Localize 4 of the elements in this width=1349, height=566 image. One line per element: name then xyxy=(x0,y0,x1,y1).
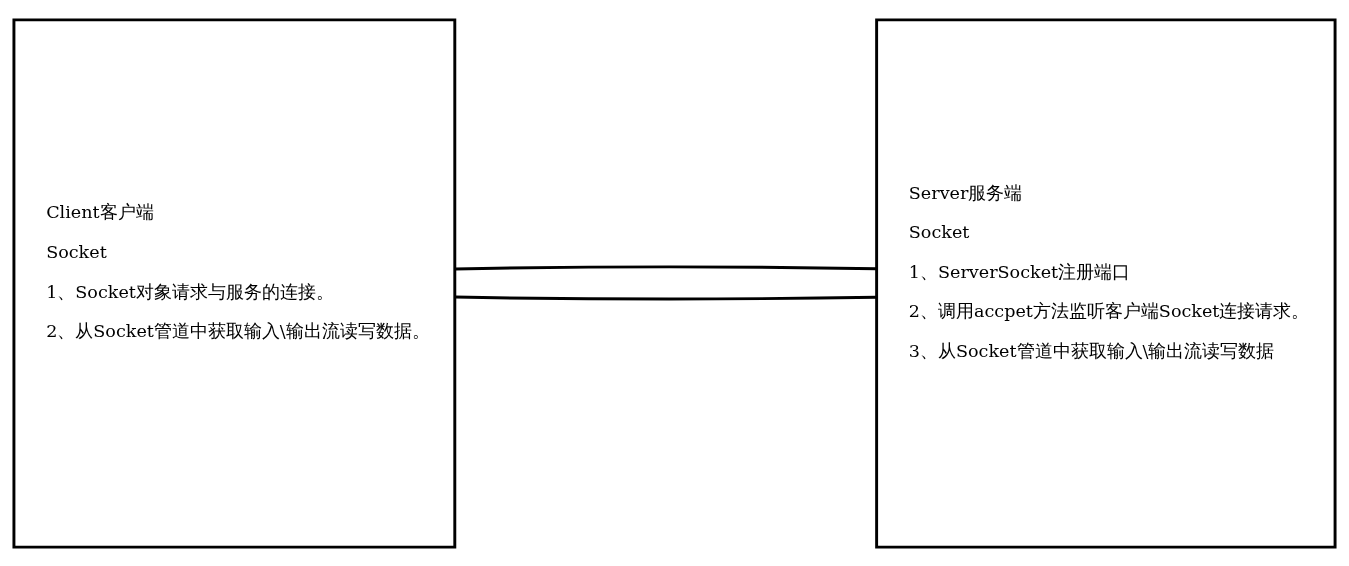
node-box: Client客户端 Socket 1、Socket对象请求与服务的连接。 2、从Socket管道中获取输入\输出流读写数据。 xyxy=(12,17,457,549)
connector xyxy=(454,265,877,270)
connector xyxy=(454,295,877,300)
node-box: Server服务端 Socket 1、ServerSocket注册端口 2、调用accpet方法监听客户端Socket连接请求。 3、从Socket管道中获取输入\输出流读写数据 xyxy=(875,17,1337,549)
